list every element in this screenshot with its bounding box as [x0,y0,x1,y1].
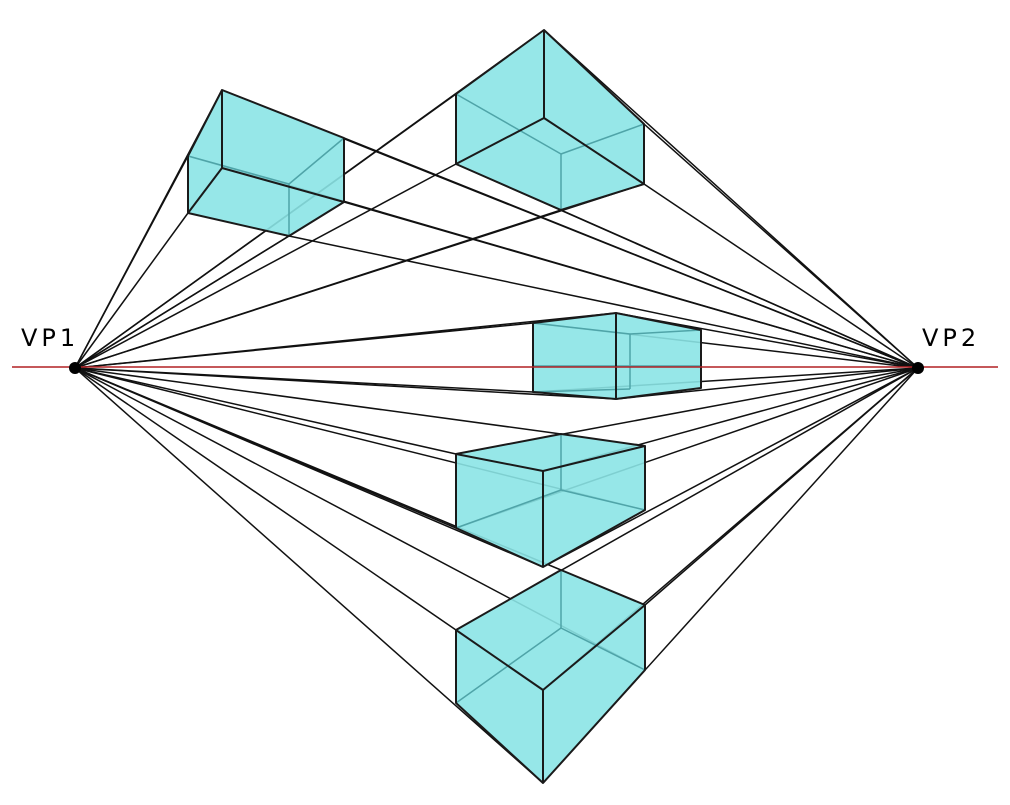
box-edge [455,629,544,691]
hidden-edge [560,489,646,511]
vanishing-point-2 [912,362,924,374]
box-face-fill [456,570,645,783]
box-edge [542,445,646,472]
box-outline [455,569,646,784]
construction-line [74,367,562,435]
box-bottom [455,569,646,784]
box-lower-middle [455,433,646,568]
construction-line [288,235,919,369]
box-middle [532,312,702,400]
construction-line [343,137,919,369]
hidden-edge [629,329,702,335]
hidden-edge [560,123,645,155]
construction-line [74,163,457,369]
hidden-edge [187,155,290,185]
box-edge [542,604,646,691]
box-face-fill [456,30,644,210]
box-face-fill [188,90,344,236]
vanishing-point-1 [69,362,81,374]
hidden-edge [532,388,631,393]
construction-line [74,367,544,784]
box-outline [455,29,645,211]
hidden-edge [532,322,631,335]
construction-line [560,209,919,369]
box-outline [455,433,646,568]
construction-line [74,367,617,400]
box-top-center [455,29,645,211]
construction-line [74,183,645,369]
box-edge [221,167,345,203]
construction-line [74,367,457,631]
box-edge [543,117,645,185]
construction-line [74,312,617,369]
construction-line [643,183,919,369]
box-edge [455,117,545,165]
hidden-edge [455,93,562,155]
box-outline [187,89,345,237]
box-edge [187,167,223,214]
construction-line [542,367,919,568]
box-top-left [187,89,345,237]
construction-line [643,123,919,369]
box-edge [455,453,544,472]
construction-line [74,367,457,455]
box-face-fill [456,434,645,567]
construction-line [644,367,919,606]
vp2-label: VP2 [922,324,981,352]
construction-line [74,212,189,369]
hidden-edge [560,627,646,671]
construction-line [74,155,189,369]
hidden-edge [288,137,345,185]
construction-line [615,367,919,400]
vp1-label: VP1 [21,324,80,352]
